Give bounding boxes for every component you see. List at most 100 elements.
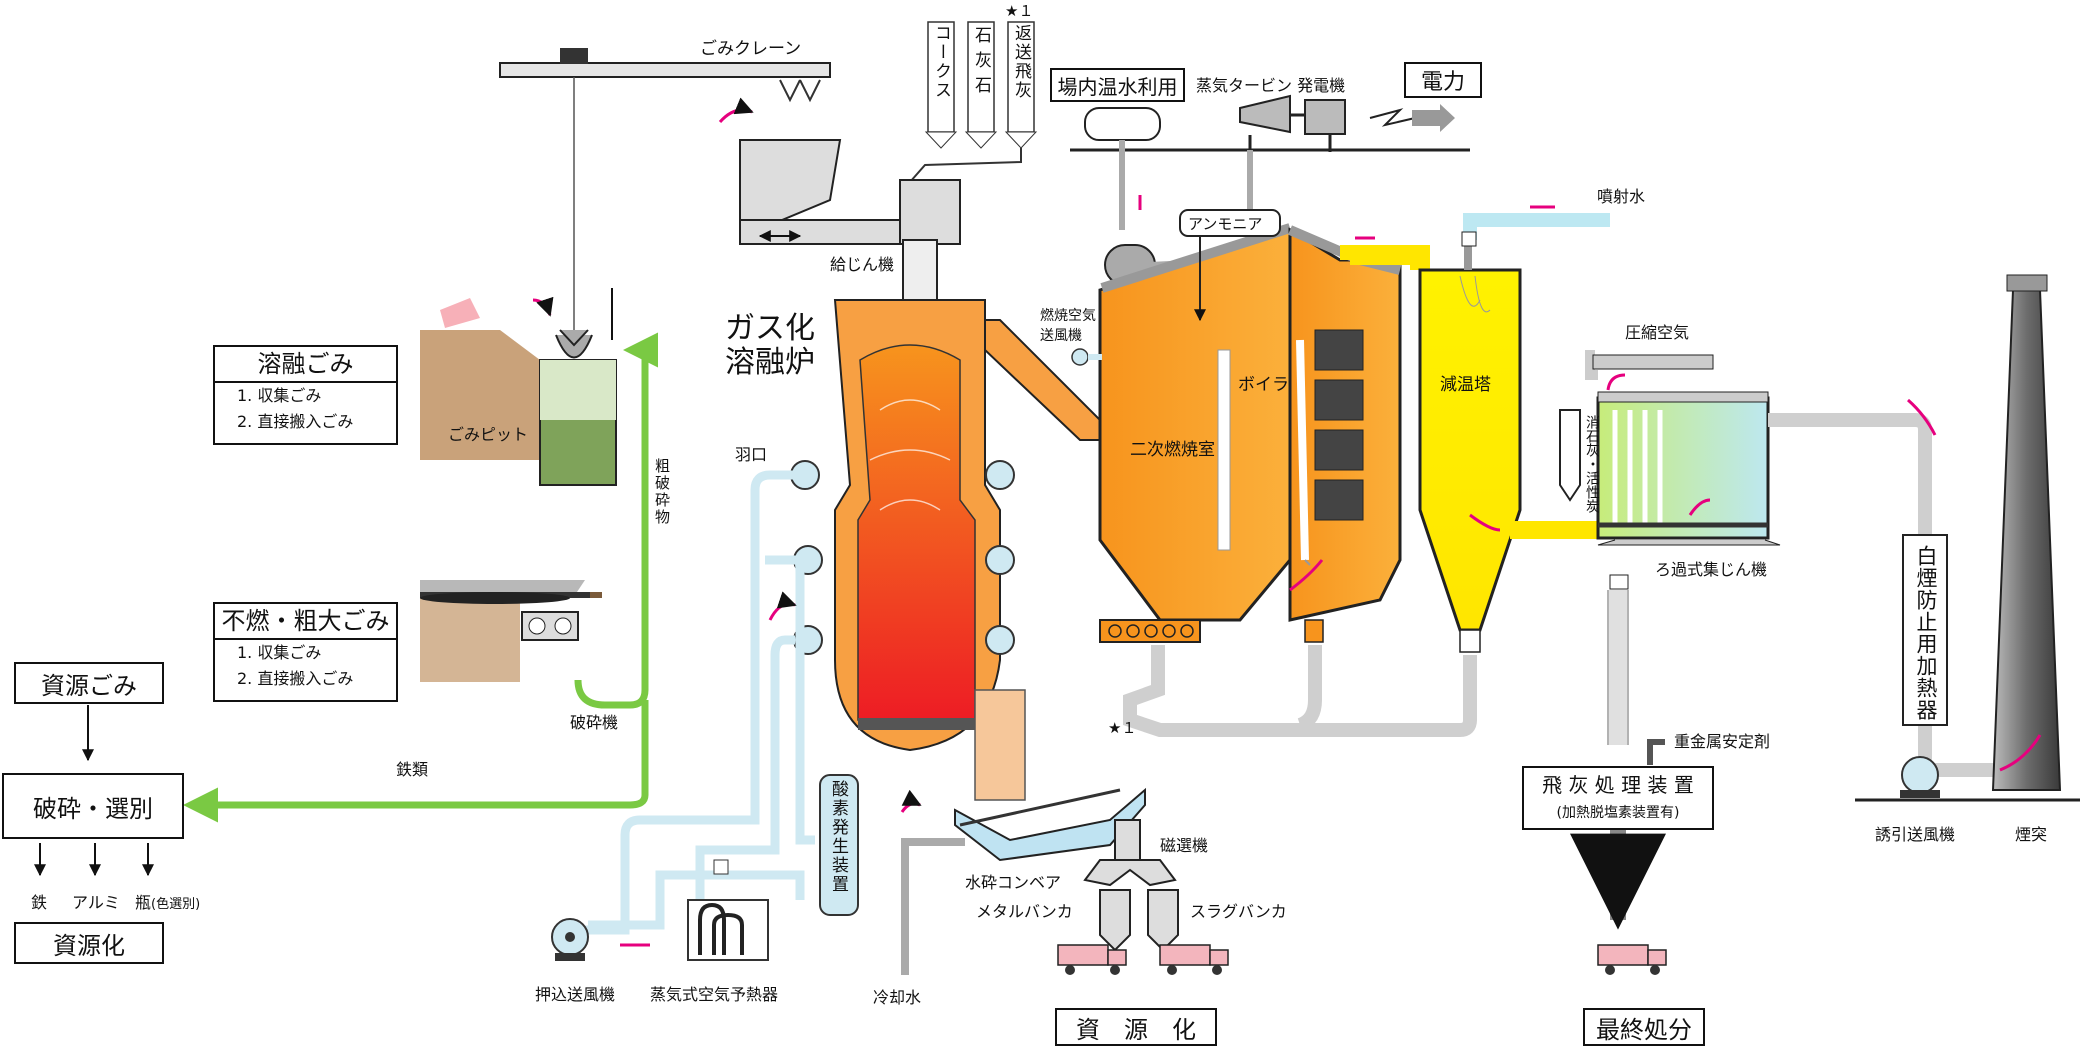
steam-turbine bbox=[1239, 94, 1455, 152]
metal-truck bbox=[1057, 944, 1127, 975]
air-pipe-2 bbox=[695, 555, 795, 920]
oxygen-pipe bbox=[794, 555, 815, 845]
melt-waste-box: 溶融ごみ 1. 収集ごみ 2. 直接搬入ごみ bbox=[213, 345, 398, 445]
white-smoke-heater bbox=[1902, 534, 1948, 726]
combustion-fan-label-1: 燃焼空気 bbox=[1040, 307, 1096, 324]
chimney bbox=[1991, 274, 2062, 791]
tuyere-label: 羽口 bbox=[735, 445, 767, 464]
feed-arrow-pink bbox=[718, 97, 754, 124]
cooling-tower bbox=[1418, 213, 1610, 653]
fly-ash-chute-border bbox=[1607, 590, 1629, 745]
output-iron: 鉄 bbox=[31, 893, 48, 912]
coke-label: コークス bbox=[931, 24, 951, 100]
slag-chute bbox=[954, 689, 1146, 862]
bulky-waste-item-2: 2. 直接搬入ごみ bbox=[237, 669, 354, 688]
steam-preheater bbox=[687, 859, 769, 961]
crusher-unit bbox=[420, 580, 602, 682]
flow-arrows-magenta bbox=[532, 195, 2042, 947]
bulky-waste-box: 不燃・粗大ごみ 1. 収集ごみ 2. 直接搬入ごみ bbox=[213, 602, 398, 702]
feeder-label: 給じん機 bbox=[830, 255, 894, 274]
preheater-pipe bbox=[588, 870, 805, 930]
crane-label: ごみクレーン bbox=[700, 39, 801, 59]
hot-water-box: 場内温水利用 bbox=[1050, 68, 1185, 102]
heavy-metal-label: 重金属安定剤 bbox=[1674, 732, 1770, 751]
fly-ash-title: 飛 灰 処 理 装 置 bbox=[1542, 773, 1694, 797]
crush-sort-box: 破砕・選別 bbox=[2, 773, 184, 839]
recycle-center-box: 資 源 化 bbox=[1055, 1008, 1217, 1046]
oxygen-generator bbox=[819, 774, 859, 916]
chimney-label: 煙突 bbox=[2015, 825, 2047, 844]
iron-label: 鉄類 bbox=[396, 760, 428, 779]
iron-line bbox=[183, 700, 649, 823]
induced-fan-label: 誘引送風機 bbox=[1875, 825, 1955, 844]
ash-return-pipe bbox=[1123, 645, 1477, 737]
secondary-combustion-chamber bbox=[1098, 223, 1292, 643]
lime-silo bbox=[1559, 409, 1581, 502]
boiler-label: ボイラ bbox=[1238, 375, 1289, 395]
cooling-tower-label: 減温塔 bbox=[1440, 375, 1491, 395]
output-bottle-text: 瓶 bbox=[135, 893, 152, 912]
push-fan-label: 押込送風機 bbox=[535, 985, 615, 1004]
power-box: 電力 bbox=[1404, 62, 1482, 98]
fly-ash-box: 飛 灰 処 理 装 置 (加熱脱塩素装置有) bbox=[1522, 766, 1714, 830]
cooling-water-label: 冷却水 bbox=[873, 988, 921, 1007]
hot-water-tank bbox=[1070, 107, 1470, 230]
star-output-label: ★１ bbox=[1108, 719, 1136, 737]
output-aluminum: アルミ bbox=[72, 893, 120, 912]
return-ash-label: 返送飛灰 bbox=[1011, 24, 1031, 100]
star-input-label: ★１ bbox=[1005, 2, 1033, 20]
garbage-pit bbox=[420, 288, 617, 486]
slag-bunker-label: スラグバンカ bbox=[1190, 902, 1287, 921]
compressed-air-label: 圧縮空気 bbox=[1625, 323, 1689, 342]
coarse-line bbox=[574, 332, 658, 709]
melt-waste-item-1: 1. 収集ごみ bbox=[237, 386, 322, 405]
combustion-fan bbox=[1071, 348, 1102, 366]
final-disposal-box: 最終処分 bbox=[1583, 1008, 1705, 1046]
water-conveyor-label: 水砕コンベア bbox=[965, 873, 1061, 892]
garbage-pit-label: ごみピット bbox=[448, 425, 528, 444]
push-fan bbox=[551, 918, 589, 961]
bag-filter bbox=[1585, 350, 1781, 590]
white-smoke-heater-label: 白煙防止用加熱器 bbox=[1914, 545, 1938, 721]
cooling-water-pipe bbox=[901, 838, 965, 975]
bag-filter-label: ろ過式集じん機 bbox=[1655, 560, 1767, 579]
ammonia-tank bbox=[1179, 209, 1281, 322]
bulky-waste-title: 不燃・粗大ごみ bbox=[215, 604, 396, 640]
metal-bunker-label: メタルバンカ bbox=[976, 902, 1073, 921]
lime-carbon-label: 消石灰・活性炭 bbox=[1584, 415, 1600, 513]
boiler bbox=[1288, 225, 1402, 643]
secondary-chamber-label: 二次燃焼室 bbox=[1130, 440, 1215, 460]
resource-waste-box: 資源ごみ bbox=[14, 662, 164, 704]
magnet-sep-label: 磁選機 bbox=[1160, 836, 1208, 855]
feeder bbox=[739, 79, 961, 311]
magnetic-separator bbox=[1083, 819, 1179, 952]
induced-fan bbox=[1900, 756, 1940, 798]
output-bottle-note: (色選別) bbox=[151, 897, 201, 912]
output-arrows bbox=[34, 705, 154, 877]
gasifier-label-1: ガス化 bbox=[725, 311, 815, 346]
bulky-waste-item-1: 1. 収集ごみ bbox=[237, 643, 322, 662]
output-bottle: 瓶(色選別) bbox=[135, 889, 200, 913]
final-truck bbox=[1597, 944, 1667, 975]
gasifier-furnace bbox=[833, 299, 1001, 752]
coarse-crushed-label: 粗破砕物 bbox=[653, 458, 671, 526]
crusher-label: 破砕機 bbox=[570, 713, 618, 732]
feed-inputs bbox=[909, 21, 1038, 183]
fly-ash-sub: (加熱脱塩素装置有) bbox=[1556, 805, 1680, 821]
oxygen-gen-label: 酸素発生装置 bbox=[828, 780, 848, 894]
gasifier-label-2: 溶融炉 bbox=[725, 345, 815, 380]
ammonia-label: アンモニア bbox=[1188, 215, 1262, 233]
lime-label: 石灰石 bbox=[971, 26, 991, 101]
turbine-gen-label: 蒸気タービン 発電機 bbox=[1196, 76, 1346, 95]
air-pipe bbox=[555, 470, 795, 935]
melt-waste-title: 溶融ごみ bbox=[215, 347, 396, 383]
slag-truck bbox=[1159, 944, 1229, 975]
tuyeres bbox=[790, 460, 1015, 655]
melt-waste-item-2: 2. 直接搬入ごみ bbox=[237, 412, 354, 431]
boiler-tower-duct bbox=[1340, 245, 1430, 270]
flue-pipe bbox=[1768, 413, 2000, 777]
steam-preheater-label: 蒸気式空気予熱器 bbox=[650, 985, 778, 1004]
garbage-crane bbox=[499, 48, 831, 359]
spray-water-label: 噴射水 bbox=[1597, 187, 1645, 206]
